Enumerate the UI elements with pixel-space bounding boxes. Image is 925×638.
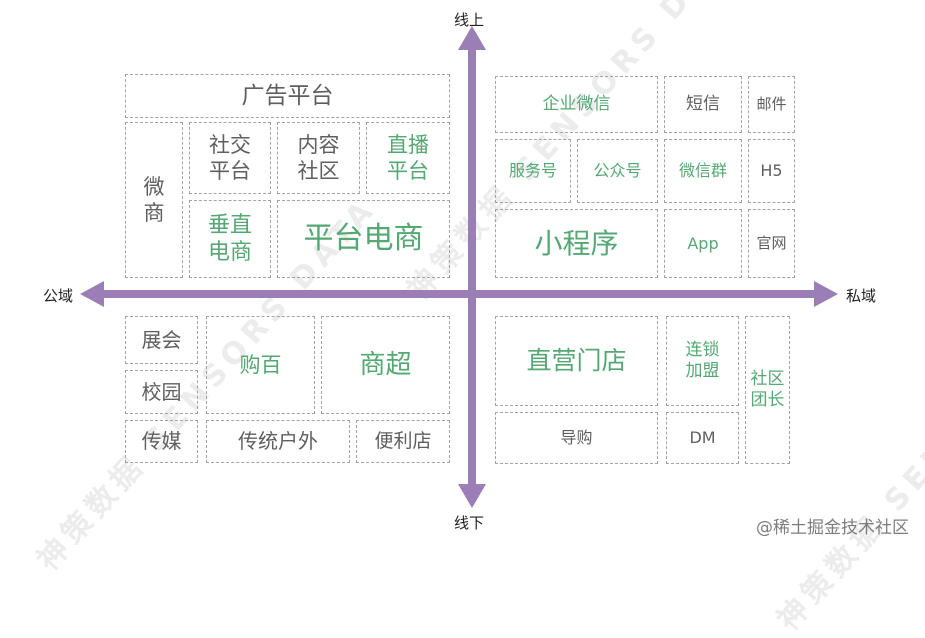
exhibition-box: 展会 <box>125 316 198 364</box>
wecom-box: 企业微信 <box>495 76 658 133</box>
mini-program-box: 小程序 <box>495 209 658 278</box>
axis-label-private-domain: 私域 <box>846 287 877 305</box>
official-site-box: 官网 <box>748 209 795 278</box>
outdoor-box: 传统户外 <box>206 420 350 463</box>
social-platform-box: 社交 平台 <box>189 122 271 194</box>
source-watermark: @稀土掘金技术社区 <box>756 518 909 538</box>
platform-ecommerce-box: 平台电商 <box>277 200 450 278</box>
h5-box: H5 <box>748 139 795 203</box>
department-store-box: 购百 <box>206 316 315 414</box>
sms-box: 短信 <box>664 76 742 133</box>
ad-platform-box: 广告平台 <box>125 74 450 118</box>
community-leader-box: 社区 团长 <box>745 316 790 464</box>
vertical-ecommerce-box: 垂直 电商 <box>189 200 271 278</box>
campus-box: 校园 <box>125 370 198 414</box>
axis-label-public-domain: 公域 <box>43 287 74 305</box>
axis-label-offline: 线下 <box>454 514 485 532</box>
public-account-box: 公众号 <box>577 139 658 203</box>
right-arrow-icon <box>814 281 838 307</box>
convenience-store-box: 便利店 <box>356 420 450 463</box>
service-account-box: 服务号 <box>495 139 571 203</box>
email-box: 邮件 <box>748 76 795 133</box>
weishang-box: 微 商 <box>125 122 183 278</box>
axis-label-online: 线上 <box>454 11 485 29</box>
down-arrow-icon <box>458 484 486 508</box>
shopping-guide-box: 导购 <box>495 412 658 464</box>
content-community-box: 内容 社区 <box>277 122 360 194</box>
media-box: 传媒 <box>125 420 198 463</box>
axes-graphic <box>80 26 838 508</box>
up-arrow-icon <box>458 26 486 50</box>
supermarket-box: 商超 <box>321 316 450 414</box>
dm-box: DM <box>666 412 739 464</box>
left-arrow-icon <box>80 281 104 307</box>
chain-franchise-box: 连锁 加盟 <box>666 316 739 406</box>
app-box: App <box>664 209 742 278</box>
wechat-group-box: 微信群 <box>664 139 742 203</box>
direct-store-box: 直营门店 <box>495 316 658 406</box>
quadrant-diagram: 神策数据 SENSORS DATA 神策数据 SENSORS DATA 神策数据… <box>31 0 925 638</box>
live-platform-box: 直播 平台 <box>366 122 450 194</box>
